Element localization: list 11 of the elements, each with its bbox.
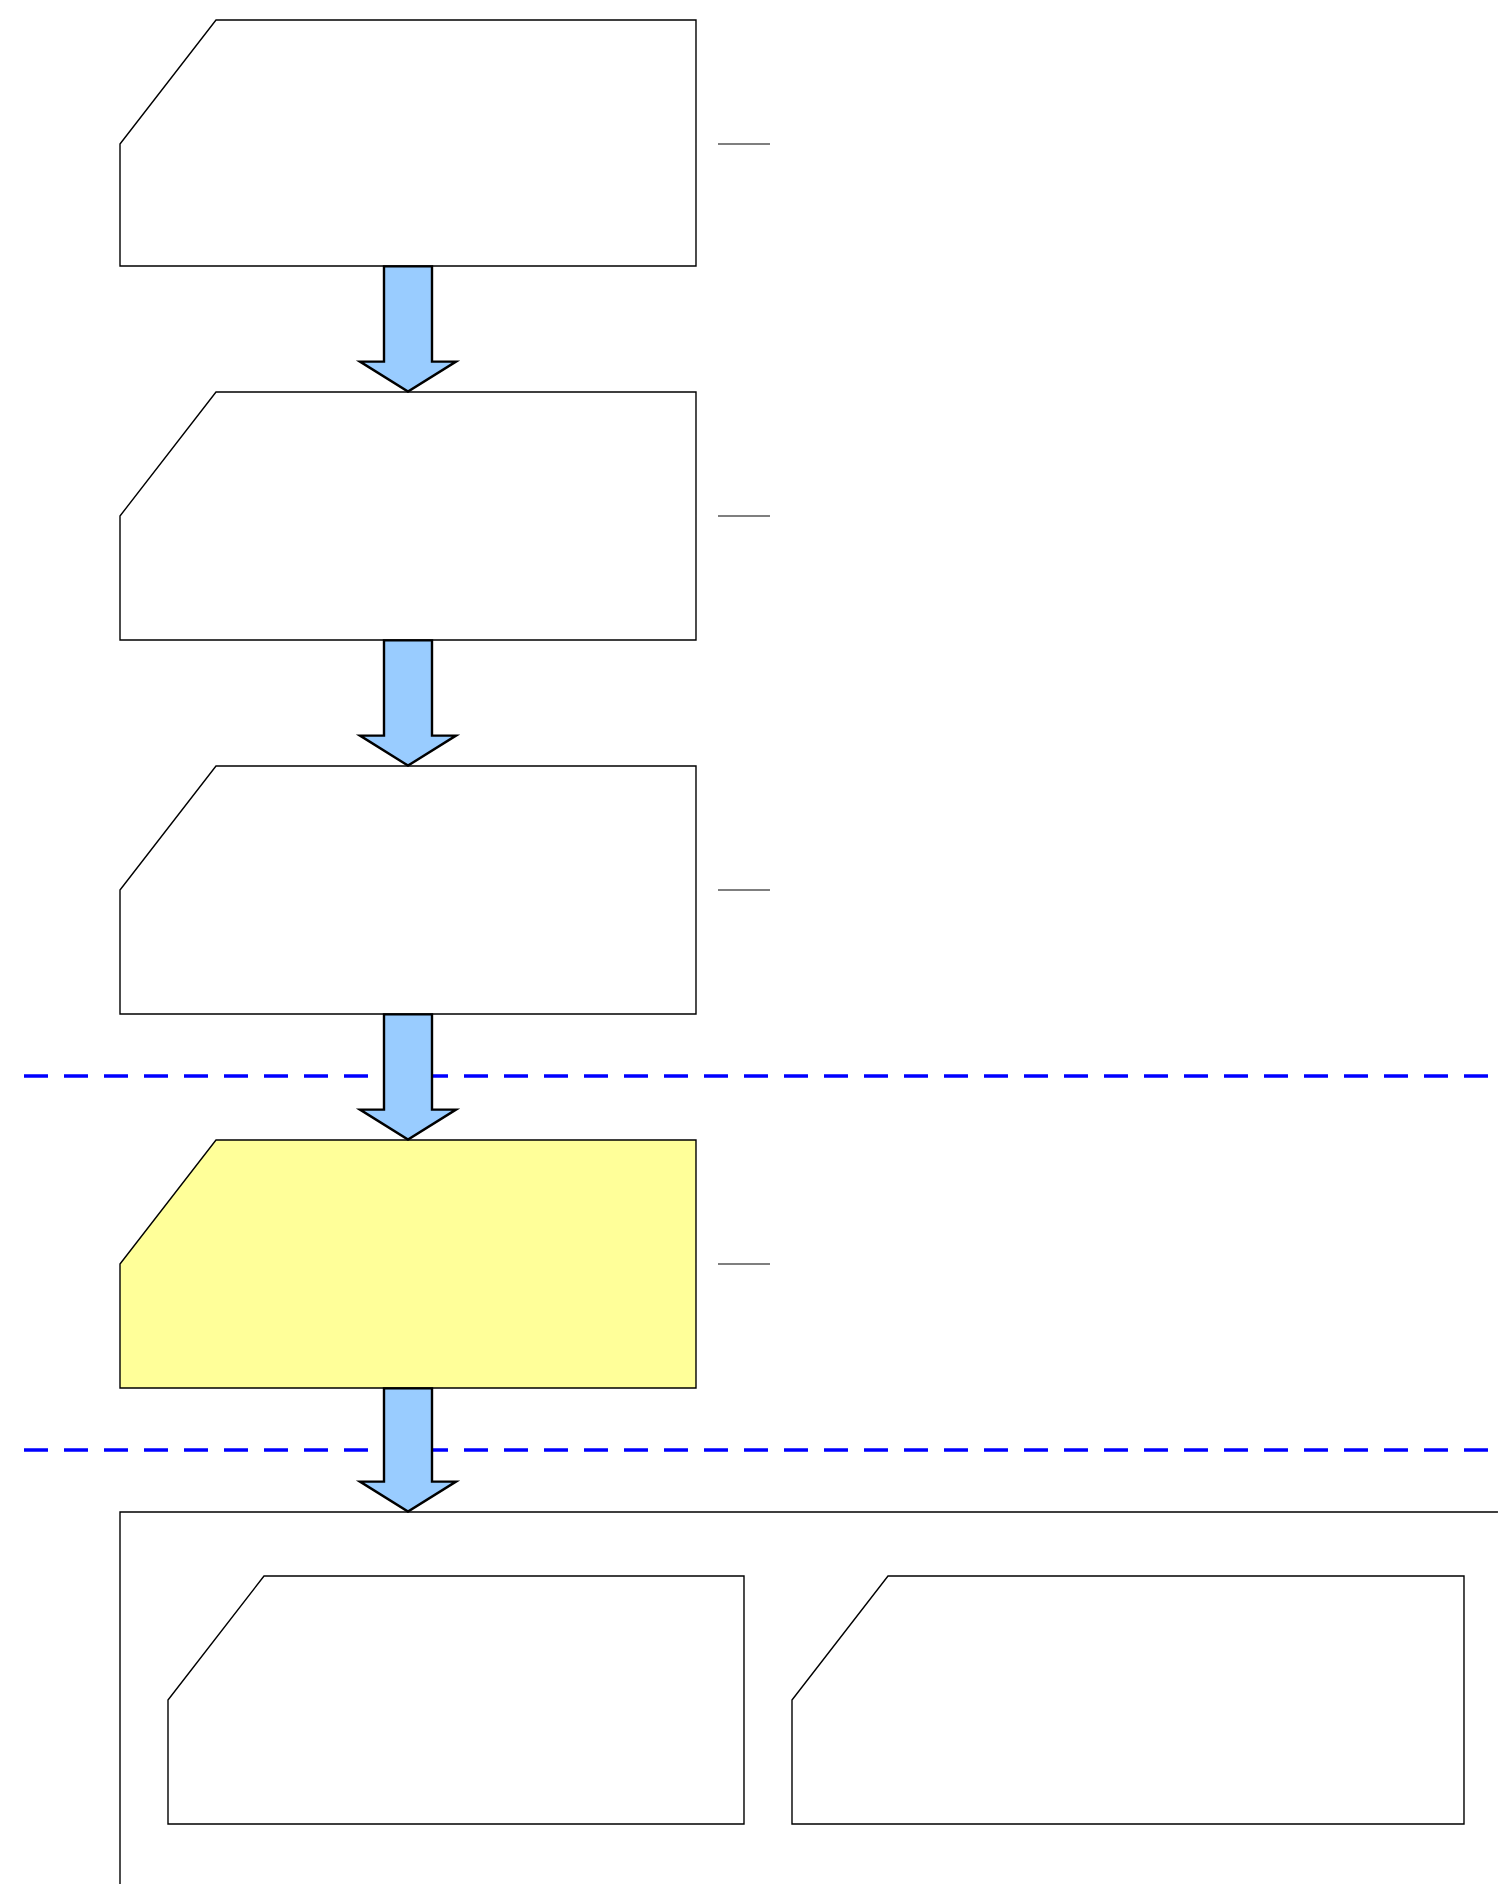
card-shape [119, 19, 697, 267]
card-shape [119, 391, 697, 641]
card-shape [791, 1575, 1465, 1825]
block-arrow [355, 265, 461, 393]
card-shape [167, 1575, 745, 1825]
card-shape [119, 1139, 697, 1389]
card-shape [119, 765, 697, 1015]
block-arrow [355, 1013, 461, 1141]
container-box [119, 1511, 1498, 1884]
block-arrow [355, 639, 461, 767]
block-arrow [355, 1387, 461, 1513]
